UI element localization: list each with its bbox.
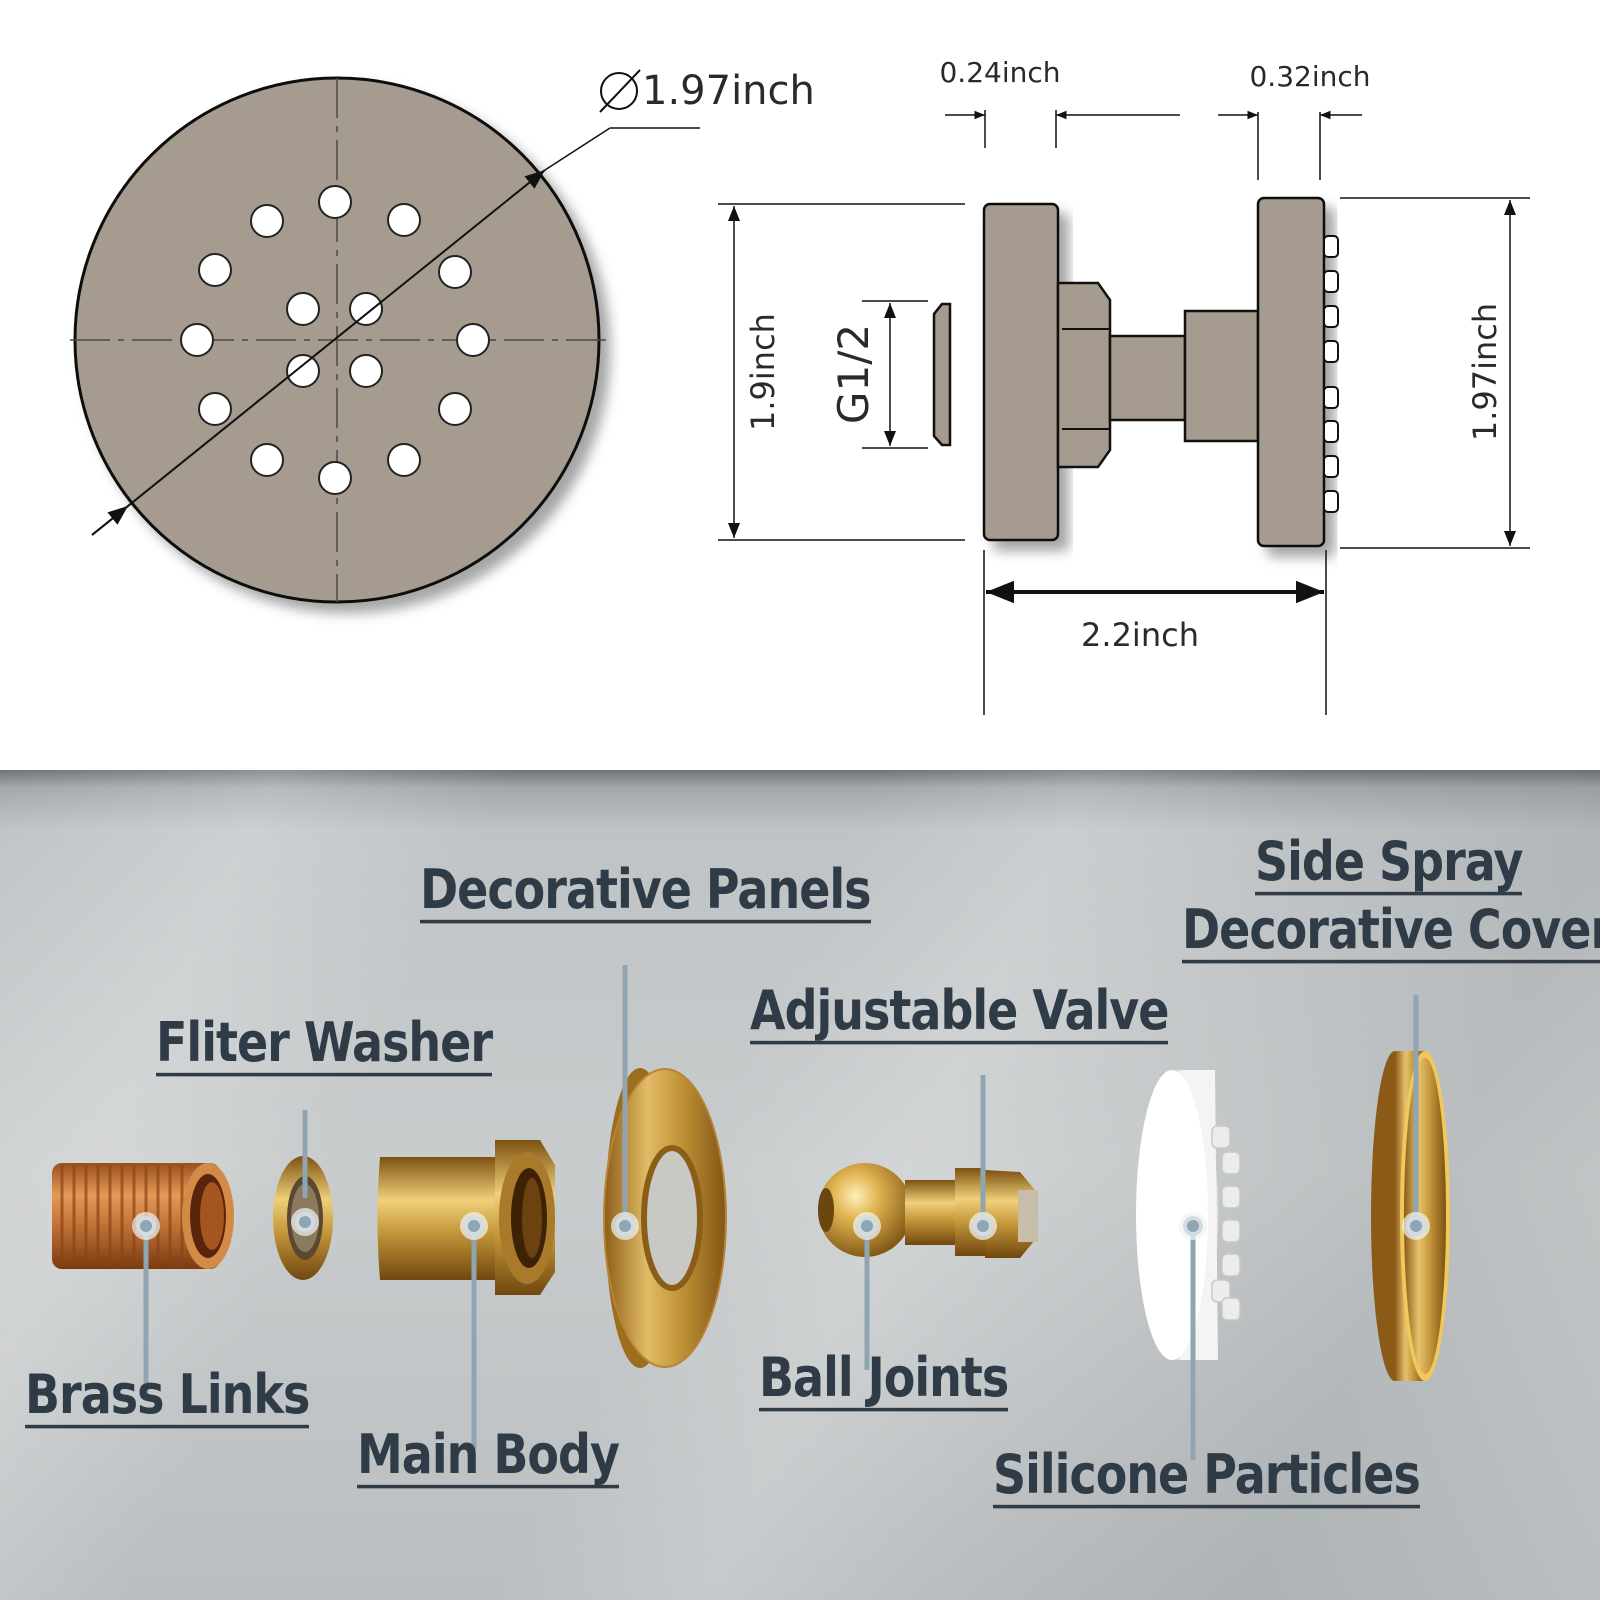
diameter-line: [91, 169, 546, 536]
brass-links-part: [52, 1163, 234, 1269]
label-silicone-particles: Silicone Particles: [993, 1447, 1421, 1509]
flange-thickness-label: 0.24inch: [939, 56, 1060, 89]
flange-height-label: 1.9inch: [744, 313, 782, 431]
front-view: 1.97inch: [70, 68, 815, 604]
cover: [1256, 196, 1326, 548]
thread-label: G1/2: [829, 324, 878, 424]
label-decorative-panels: Decorative Panels: [420, 862, 872, 924]
ball-joint-valve-part: [818, 1163, 1038, 1258]
decorative-panels-part: [603, 1068, 727, 1368]
pointer-lines: [143, 965, 1419, 1460]
label-ball-joints: Ball Joints: [759, 1350, 1009, 1412]
label-side-spray: Side Spray: [1255, 834, 1523, 896]
label-main-body: Main Body: [357, 1427, 620, 1489]
exploded-parts: [52, 965, 1450, 1460]
label-decorative-cover: Decorative Cover: [1182, 902, 1600, 964]
label-filter-washer: Fliter Washer: [156, 1015, 493, 1077]
nozzles: [1323, 235, 1339, 513]
flange: [982, 202, 1060, 542]
silicone-particles-part: [1136, 1070, 1241, 1360]
overall-length-label: 2.2inch: [1081, 616, 1199, 654]
pointer-dots: [132, 1208, 1430, 1240]
exploded-view-panel: Brass Links Fliter Washer Main Body Deco…: [0, 770, 1600, 1600]
diameter-symbol-icon: [599, 69, 641, 113]
technical-drawing-panel: 1.97inch 0.24inch 0.32: [0, 0, 1600, 770]
label-adjustable-valve: Adjustable Valve: [750, 983, 1169, 1045]
side-view: 0.24inch 0.32inch 1.9inch G1/2 1.97inch …: [718, 56, 1530, 715]
face-diameter-label: 1.97inch: [642, 68, 815, 114]
spray-holes: [180, 185, 490, 495]
dimension-drawing: 1.97inch 0.24inch 0.32: [70, 56, 1530, 715]
label-brass-links: Brass Links: [25, 1367, 310, 1429]
cover-height-label: 1.97inch: [1466, 303, 1504, 441]
cover-thickness-label: 0.32inch: [1249, 60, 1370, 93]
